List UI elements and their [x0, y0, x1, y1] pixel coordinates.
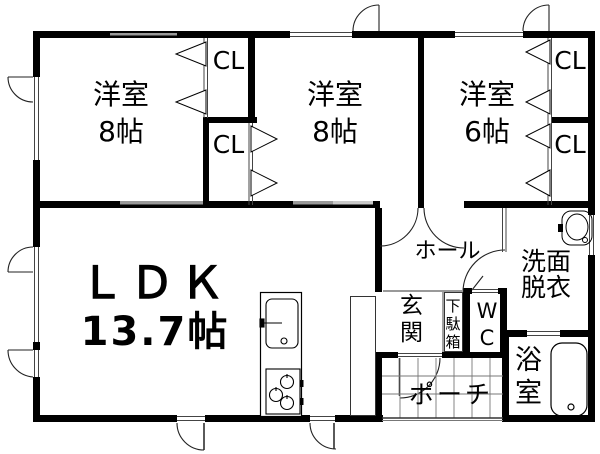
kitchen-counter	[259, 291, 303, 418]
closet-label-3: CL	[554, 46, 586, 75]
washbasin-icon	[558, 210, 593, 246]
refrigerator-space	[350, 296, 376, 416]
shoe-cabinet-label: 下駄箱	[445, 297, 461, 351]
casement-window-icons	[7, 4, 550, 378]
shoe-cabinet-box	[444, 292, 463, 352]
wc-label: WC	[476, 299, 498, 350]
sliding-openings	[110, 33, 373, 205]
bedroom2-name: 洋室	[306, 78, 363, 111]
kitchen-sink-icon	[259, 298, 299, 349]
ldk-name: ＬＤＫ	[80, 258, 230, 309]
interior-walls	[33, 38, 595, 422]
genkan-label: 玄関	[400, 293, 423, 346]
bedroom2-size: 8帖	[312, 115, 358, 148]
hall-label: ホール	[414, 239, 481, 264]
bedroom3-label: 洋室 6帖	[426, 76, 548, 150]
closet-label-2: CL	[212, 130, 245, 159]
bedroom3-size: 6帖	[464, 115, 510, 148]
closet-label-4: CL	[554, 130, 586, 159]
door-arcs	[176, 207, 506, 451]
porch-tile-icon	[382, 358, 503, 421]
door-tracks	[383, 208, 560, 357]
bathtub-icon	[550, 342, 588, 417]
bedroom1-size: 8帖	[98, 115, 144, 148]
ldk-size: 13.7帖	[80, 309, 230, 355]
windows	[34, 32, 594, 421]
bedroom2-label: 洋室 8帖	[255, 76, 415, 150]
porch-label: ポーチ	[408, 380, 493, 409]
closet-label-1: CL	[212, 46, 245, 75]
closet-bifold-doors	[174, 38, 552, 205]
bedroom1-name: 洋室	[92, 78, 149, 111]
bedroom1-label: 洋室 8帖	[40, 76, 202, 150]
washroom-label: 洗面脱衣	[520, 247, 571, 302]
bedroom3-name: 洋室	[458, 78, 515, 111]
stove-icon	[265, 368, 304, 415]
bathroom-label: 浴室	[515, 345, 542, 409]
ldk-label: ＬＤＫ 13.7帖	[55, 261, 255, 357]
